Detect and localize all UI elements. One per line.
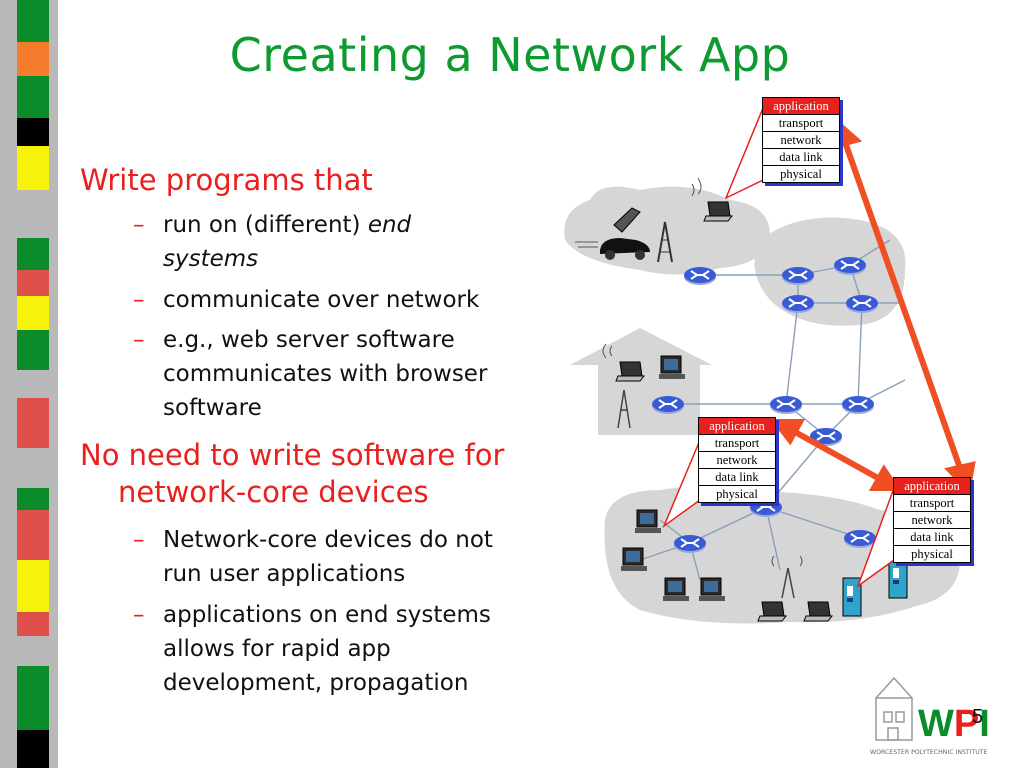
dash-marker: – [133,327,145,353]
svg-text:WPI: WPI [918,703,990,745]
sub-bullet-applications: – applications on end systems allows for… [133,598,533,700]
layer-application: application [894,478,970,494]
castle-icon [875,676,913,741]
stripe-block-green [17,238,49,270]
bullet-no-need: No need to write software for network-co… [80,438,505,509]
stripe-block-yellow [17,296,49,330]
stripe-block-green [17,330,49,370]
layer-physical: physical [894,545,970,562]
decorative-sidebar-stripe [0,0,58,768]
stripe-block-gray [17,370,49,398]
example-text: e.g., web server software communicates w… [163,327,488,421]
layer-data-link: data link [894,528,970,545]
communicate-text: communicate over network [163,287,480,313]
sub-bullet-example: – e.g., web server software communicates… [133,323,533,425]
layer-data-link: data link [763,148,839,165]
dash-marker: – [133,212,145,238]
layer-physical: physical [763,165,839,182]
stripe-block-black [17,730,49,768]
protocol-stack-middle: application transport network data link … [698,417,776,503]
layer-application: application [699,418,775,434]
slide-title: Creating a Network App [229,28,791,82]
applications-text: applications on end systems allows for r… [163,602,491,696]
stripe-block-red [17,510,49,560]
stripe-block-yellow [17,560,49,612]
stripe-block-gray [17,636,49,666]
dash-marker: – [133,527,145,553]
svg-text:WORCESTER POLYTECHNIC INSTITUT: WORCESTER POLYTECHNIC INSTITUTE [870,749,988,756]
layer-network: network [894,511,970,528]
stripe-block-gray [17,448,49,488]
stripe-block-green [17,0,49,42]
protocol-stack-top: application transport network data link … [762,97,840,183]
bullet-write-programs: Write programs that [80,163,373,197]
stripe-block-black [17,118,49,146]
stripe-block-red [17,270,49,296]
page-number: 5 [972,706,984,728]
stripe-block-red [17,612,49,636]
network-core-text: Network-core devices do not run user app… [163,527,493,587]
layer-data-link: data link [699,468,775,485]
stripe-block-red [17,398,49,448]
stripe-block-green [17,488,49,510]
dash-marker: – [133,287,145,313]
layer-transport: transport [894,494,970,511]
run-on-text: run on (different) [163,212,368,238]
protocol-stack-right: application transport network data link … [893,477,971,563]
layer-application: application [763,98,839,114]
layer-network: network [763,131,839,148]
layer-transport: transport [699,434,775,451]
stripe-block-green [17,666,49,730]
network-diagram [564,107,976,624]
dash-marker: – [133,602,145,628]
stripe-block-orange [17,42,49,76]
stripe-block-green [17,76,49,118]
stripe-block-gray [17,190,49,238]
sub-bullet-communicate: – communicate over network [133,283,543,317]
wpi-logo: WPI WORCESTER POLYTECHNIC INSTITUTE [870,676,990,756]
layer-physical: physical [699,485,775,502]
sub-bullet-run-on: – run on (different) end systems [133,208,493,276]
sub-bullet-network-core: – Network-core devices do not run user a… [133,523,503,591]
stripe-block-yellow [17,146,49,190]
layer-transport: transport [763,114,839,131]
layer-network: network [699,451,775,468]
end-systems-text: end systems [163,212,412,272]
